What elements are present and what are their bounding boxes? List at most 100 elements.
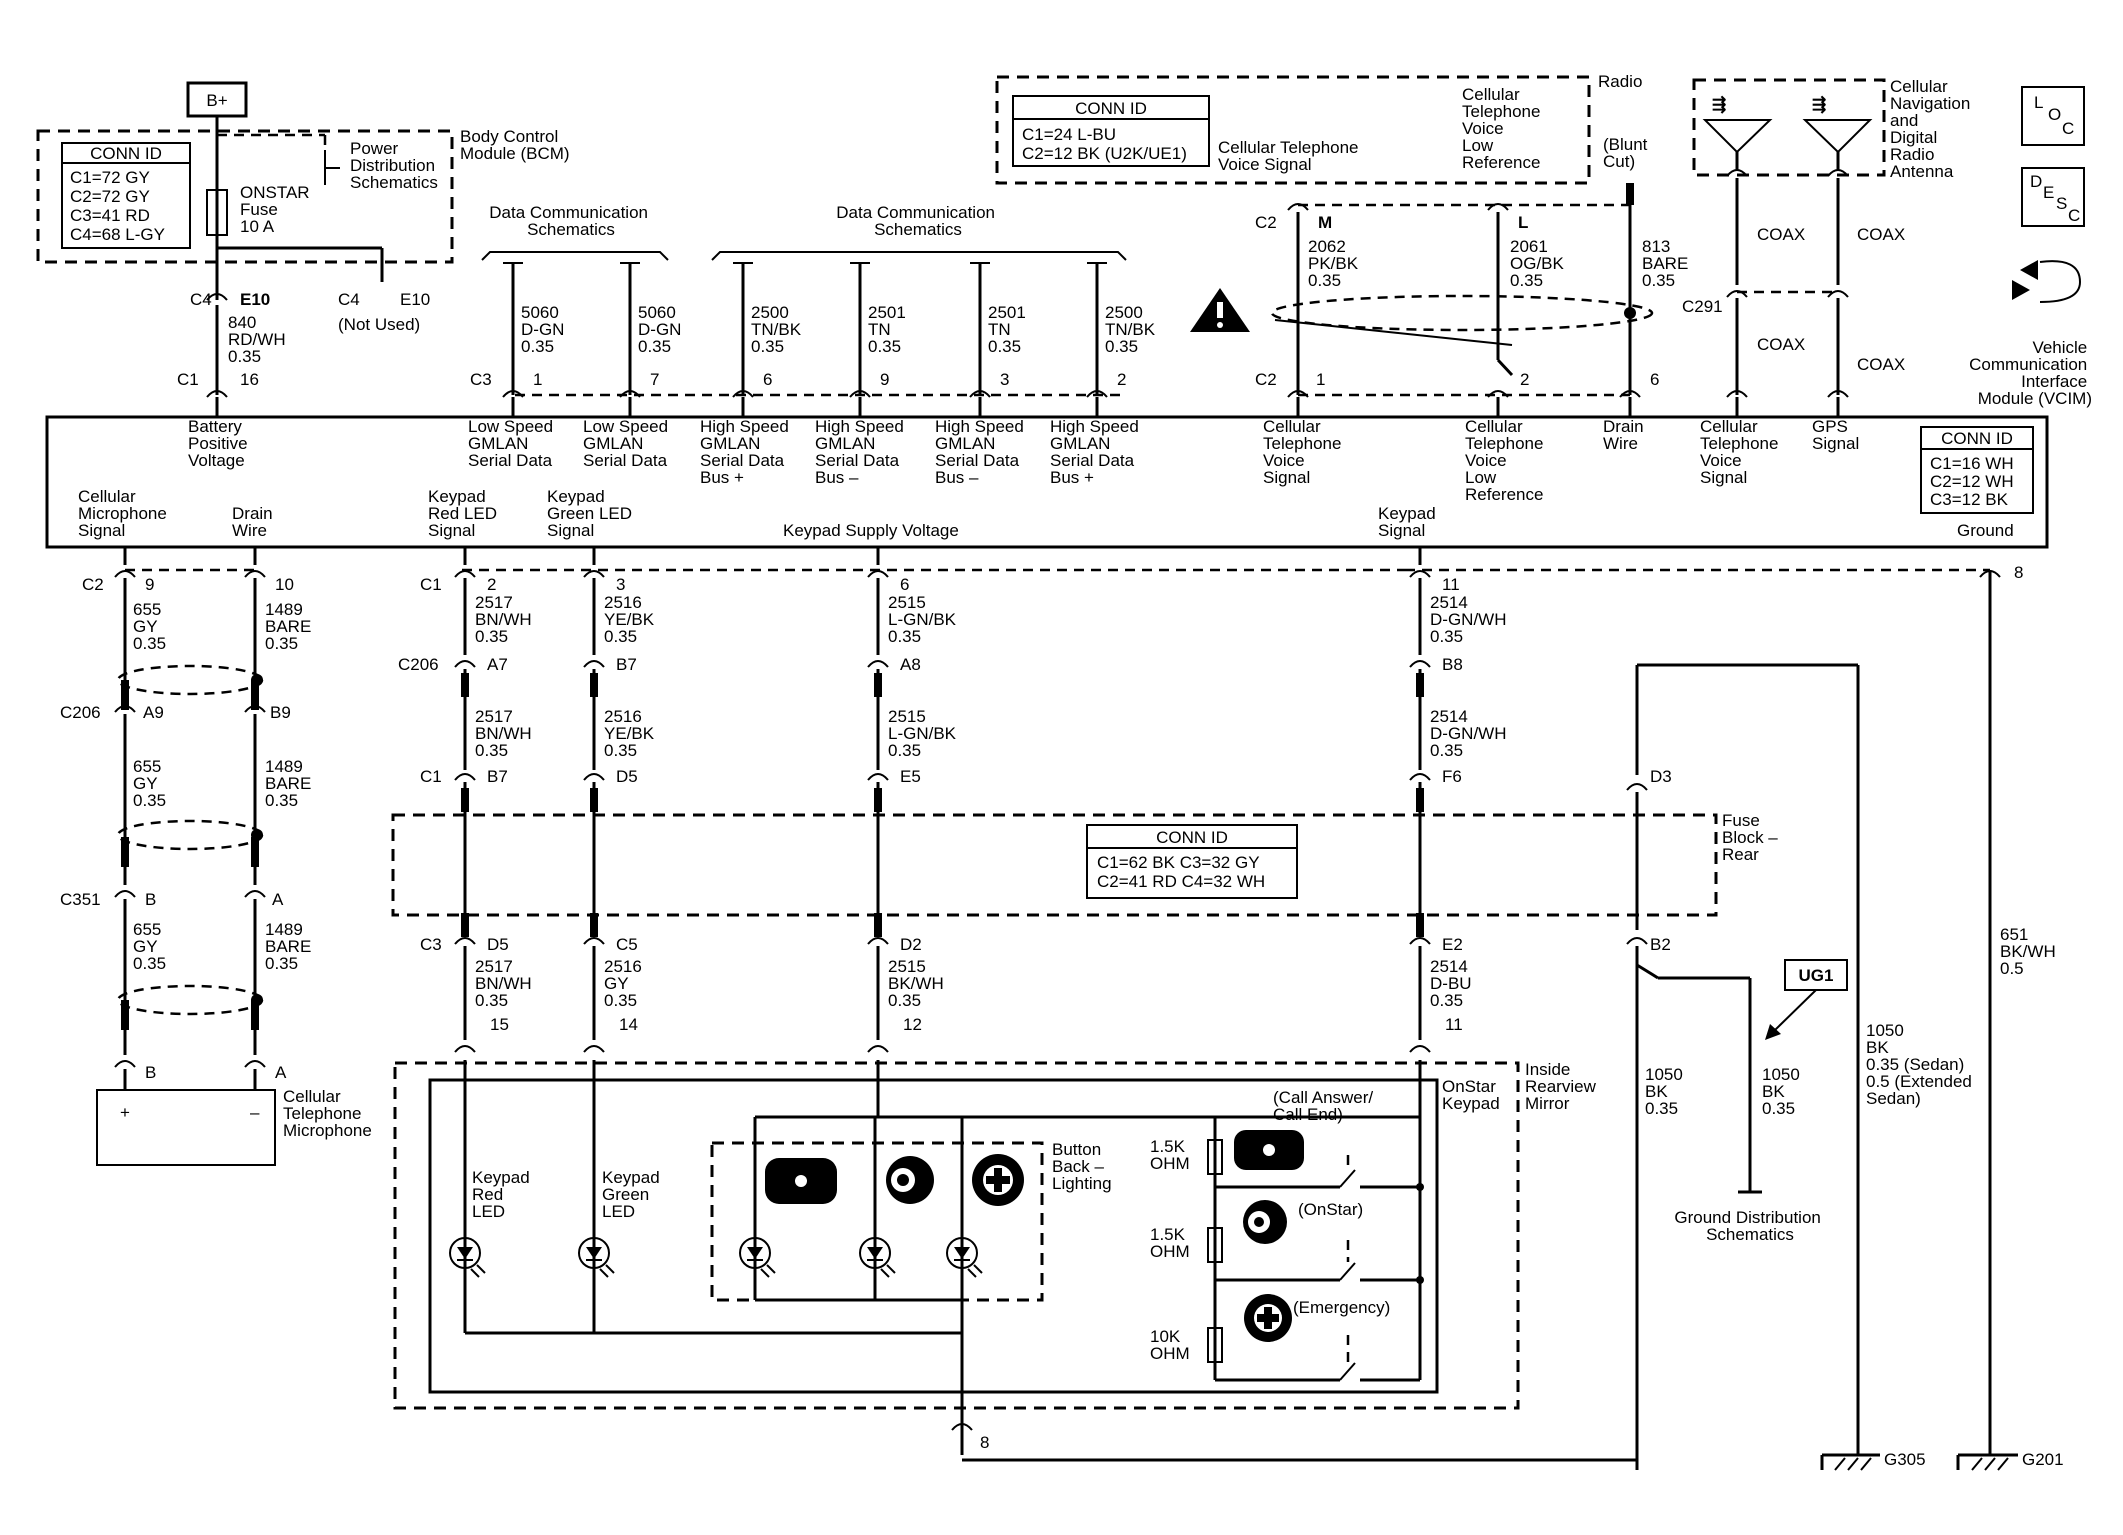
svg-text:C: C bbox=[2068, 206, 2080, 225]
resistor-1-label: 1.5K OHM bbox=[1150, 1137, 1190, 1173]
svg-text:⇶: ⇶ bbox=[1712, 95, 1726, 114]
svg-text:F6: F6 bbox=[1442, 767, 1462, 786]
svg-text:E: E bbox=[2043, 183, 2054, 202]
ground-pin-label: 8 bbox=[2014, 563, 2023, 582]
call-button-icon[interactable] bbox=[765, 1158, 837, 1204]
emergency-switch-button-icon[interactable] bbox=[1244, 1294, 1292, 1342]
power-distribution-label: Power Distribution Schematics bbox=[350, 139, 440, 192]
inside-mirror-box bbox=[393, 1061, 1520, 1410]
mic-pin-b: B bbox=[145, 1063, 156, 1082]
ug1-label: UG1 bbox=[1799, 966, 1834, 985]
bplus-label: B+ bbox=[206, 91, 227, 110]
gmlan-pin-label: 7 bbox=[650, 370, 659, 389]
loc-icon[interactable]: L O C bbox=[2021, 86, 2085, 146]
pin2-right-label: 2 bbox=[1520, 370, 1529, 389]
antenna-box bbox=[1692, 78, 1886, 177]
e10-left-label: E10 bbox=[240, 290, 270, 309]
svg-text:C: C bbox=[2062, 119, 2074, 138]
wire-1050a-label: 1050 BK 0.35 bbox=[1645, 1065, 1688, 1118]
resistor-1 bbox=[1207, 1139, 1223, 1175]
c1-fb-label: C1 bbox=[420, 767, 442, 786]
call-switch-button-icon[interactable] bbox=[1234, 1130, 1304, 1170]
pin-m-label: M bbox=[1318, 213, 1332, 232]
coax-label-2: COAX bbox=[1857, 225, 1905, 244]
radio-conn-list: C1=24 L-BU C2=12 BK (U2K/UE1) bbox=[1022, 125, 1187, 163]
vcim-drain-label: Drain Wire bbox=[232, 504, 277, 540]
c1-left-label: C1 bbox=[177, 370, 199, 389]
svg-text:⇶: ⇶ bbox=[1812, 95, 1826, 114]
onstar-switch-button-icon[interactable] bbox=[1243, 1200, 1287, 1244]
svg-text:11: 11 bbox=[1442, 575, 1460, 594]
c3-label: C3 bbox=[470, 370, 492, 389]
svg-text:15: 15 bbox=[490, 1015, 509, 1034]
wire-655-label: 655 GY 0.35 bbox=[133, 600, 166, 653]
gmlan-pin-label: 2 bbox=[1117, 370, 1126, 389]
gmlan-pin-label: 9 bbox=[880, 370, 889, 389]
g201-label: G201 bbox=[2022, 1450, 2064, 1469]
resistor-2-label: 1.5K OHM bbox=[1150, 1225, 1190, 1261]
data-comm-left-label: Data Communication Schematics bbox=[489, 203, 652, 239]
svg-text:12: 12 bbox=[903, 1015, 922, 1034]
emergency-button-icon[interactable] bbox=[972, 1154, 1024, 1206]
fb-conn-list: C1=62 BK C3=32 GY C2=41 RD C4=32 WH bbox=[1097, 853, 1265, 891]
ground-g201-icon bbox=[1956, 1453, 2018, 1471]
svg-text:B8: B8 bbox=[1442, 655, 1463, 674]
pin-l-label: L bbox=[1518, 213, 1528, 232]
radio-conn-id-table bbox=[1012, 95, 1210, 167]
desc-icon[interactable]: D E S C bbox=[2021, 167, 2085, 227]
radio-cell-low-label: Cellular Telephone Voice Low Reference bbox=[1462, 85, 1545, 172]
pin16-label: 16 bbox=[240, 370, 259, 389]
radio-conn-id-header: CONN ID bbox=[1075, 99, 1147, 118]
fb-conn-id-header: CONN ID bbox=[1156, 828, 1228, 847]
svg-text:E2: E2 bbox=[1442, 935, 1463, 954]
c4-right-label: C4 bbox=[338, 290, 360, 309]
antenna-label: Cellular Navigation and Digital Radio An… bbox=[1890, 77, 1975, 181]
mic-plus: + bbox=[120, 1103, 130, 1122]
c3-lower-label: C3 bbox=[420, 935, 442, 954]
svg-text:2: 2 bbox=[487, 575, 496, 594]
svg-text:D2: D2 bbox=[900, 935, 922, 954]
fuse-block-label: Fuse Block – Rear bbox=[1722, 811, 1782, 864]
led-icon bbox=[739, 1237, 776, 1278]
vcim-box bbox=[45, 415, 2049, 549]
radio-box bbox=[995, 75, 1591, 185]
fuse-block-conn-id-table bbox=[1086, 824, 1298, 899]
bcm-title: Body Control Module (BCM) bbox=[460, 127, 570, 163]
keypad-red-led-label: Keypad Red LED bbox=[472, 1168, 534, 1221]
svg-text:B7: B7 bbox=[487, 767, 508, 786]
backlighting-label: Button Back – Lighting bbox=[1052, 1140, 1112, 1193]
c351-pin-b: B bbox=[145, 890, 156, 909]
c206-label: C206 bbox=[398, 655, 439, 674]
connector-symbol-icon bbox=[2012, 260, 2082, 303]
vcim-keypad-signal-label: Keypad Signal bbox=[1378, 504, 1440, 540]
c291-label: C291 bbox=[1682, 297, 1723, 316]
e10-right-label: E10 bbox=[400, 290, 430, 309]
wire-655b-label: 655 GY 0.35 bbox=[133, 757, 166, 810]
onstar-button-icon[interactable] bbox=[886, 1156, 934, 1204]
onstar-button-label: (OnStar) bbox=[1298, 1200, 1363, 1219]
svg-text:14: 14 bbox=[619, 1015, 638, 1034]
svg-text:D: D bbox=[2030, 172, 2042, 191]
svg-text:A8: A8 bbox=[900, 655, 921, 674]
ground-distribution-label: Ground Distribution Schematics bbox=[1674, 1208, 1825, 1244]
